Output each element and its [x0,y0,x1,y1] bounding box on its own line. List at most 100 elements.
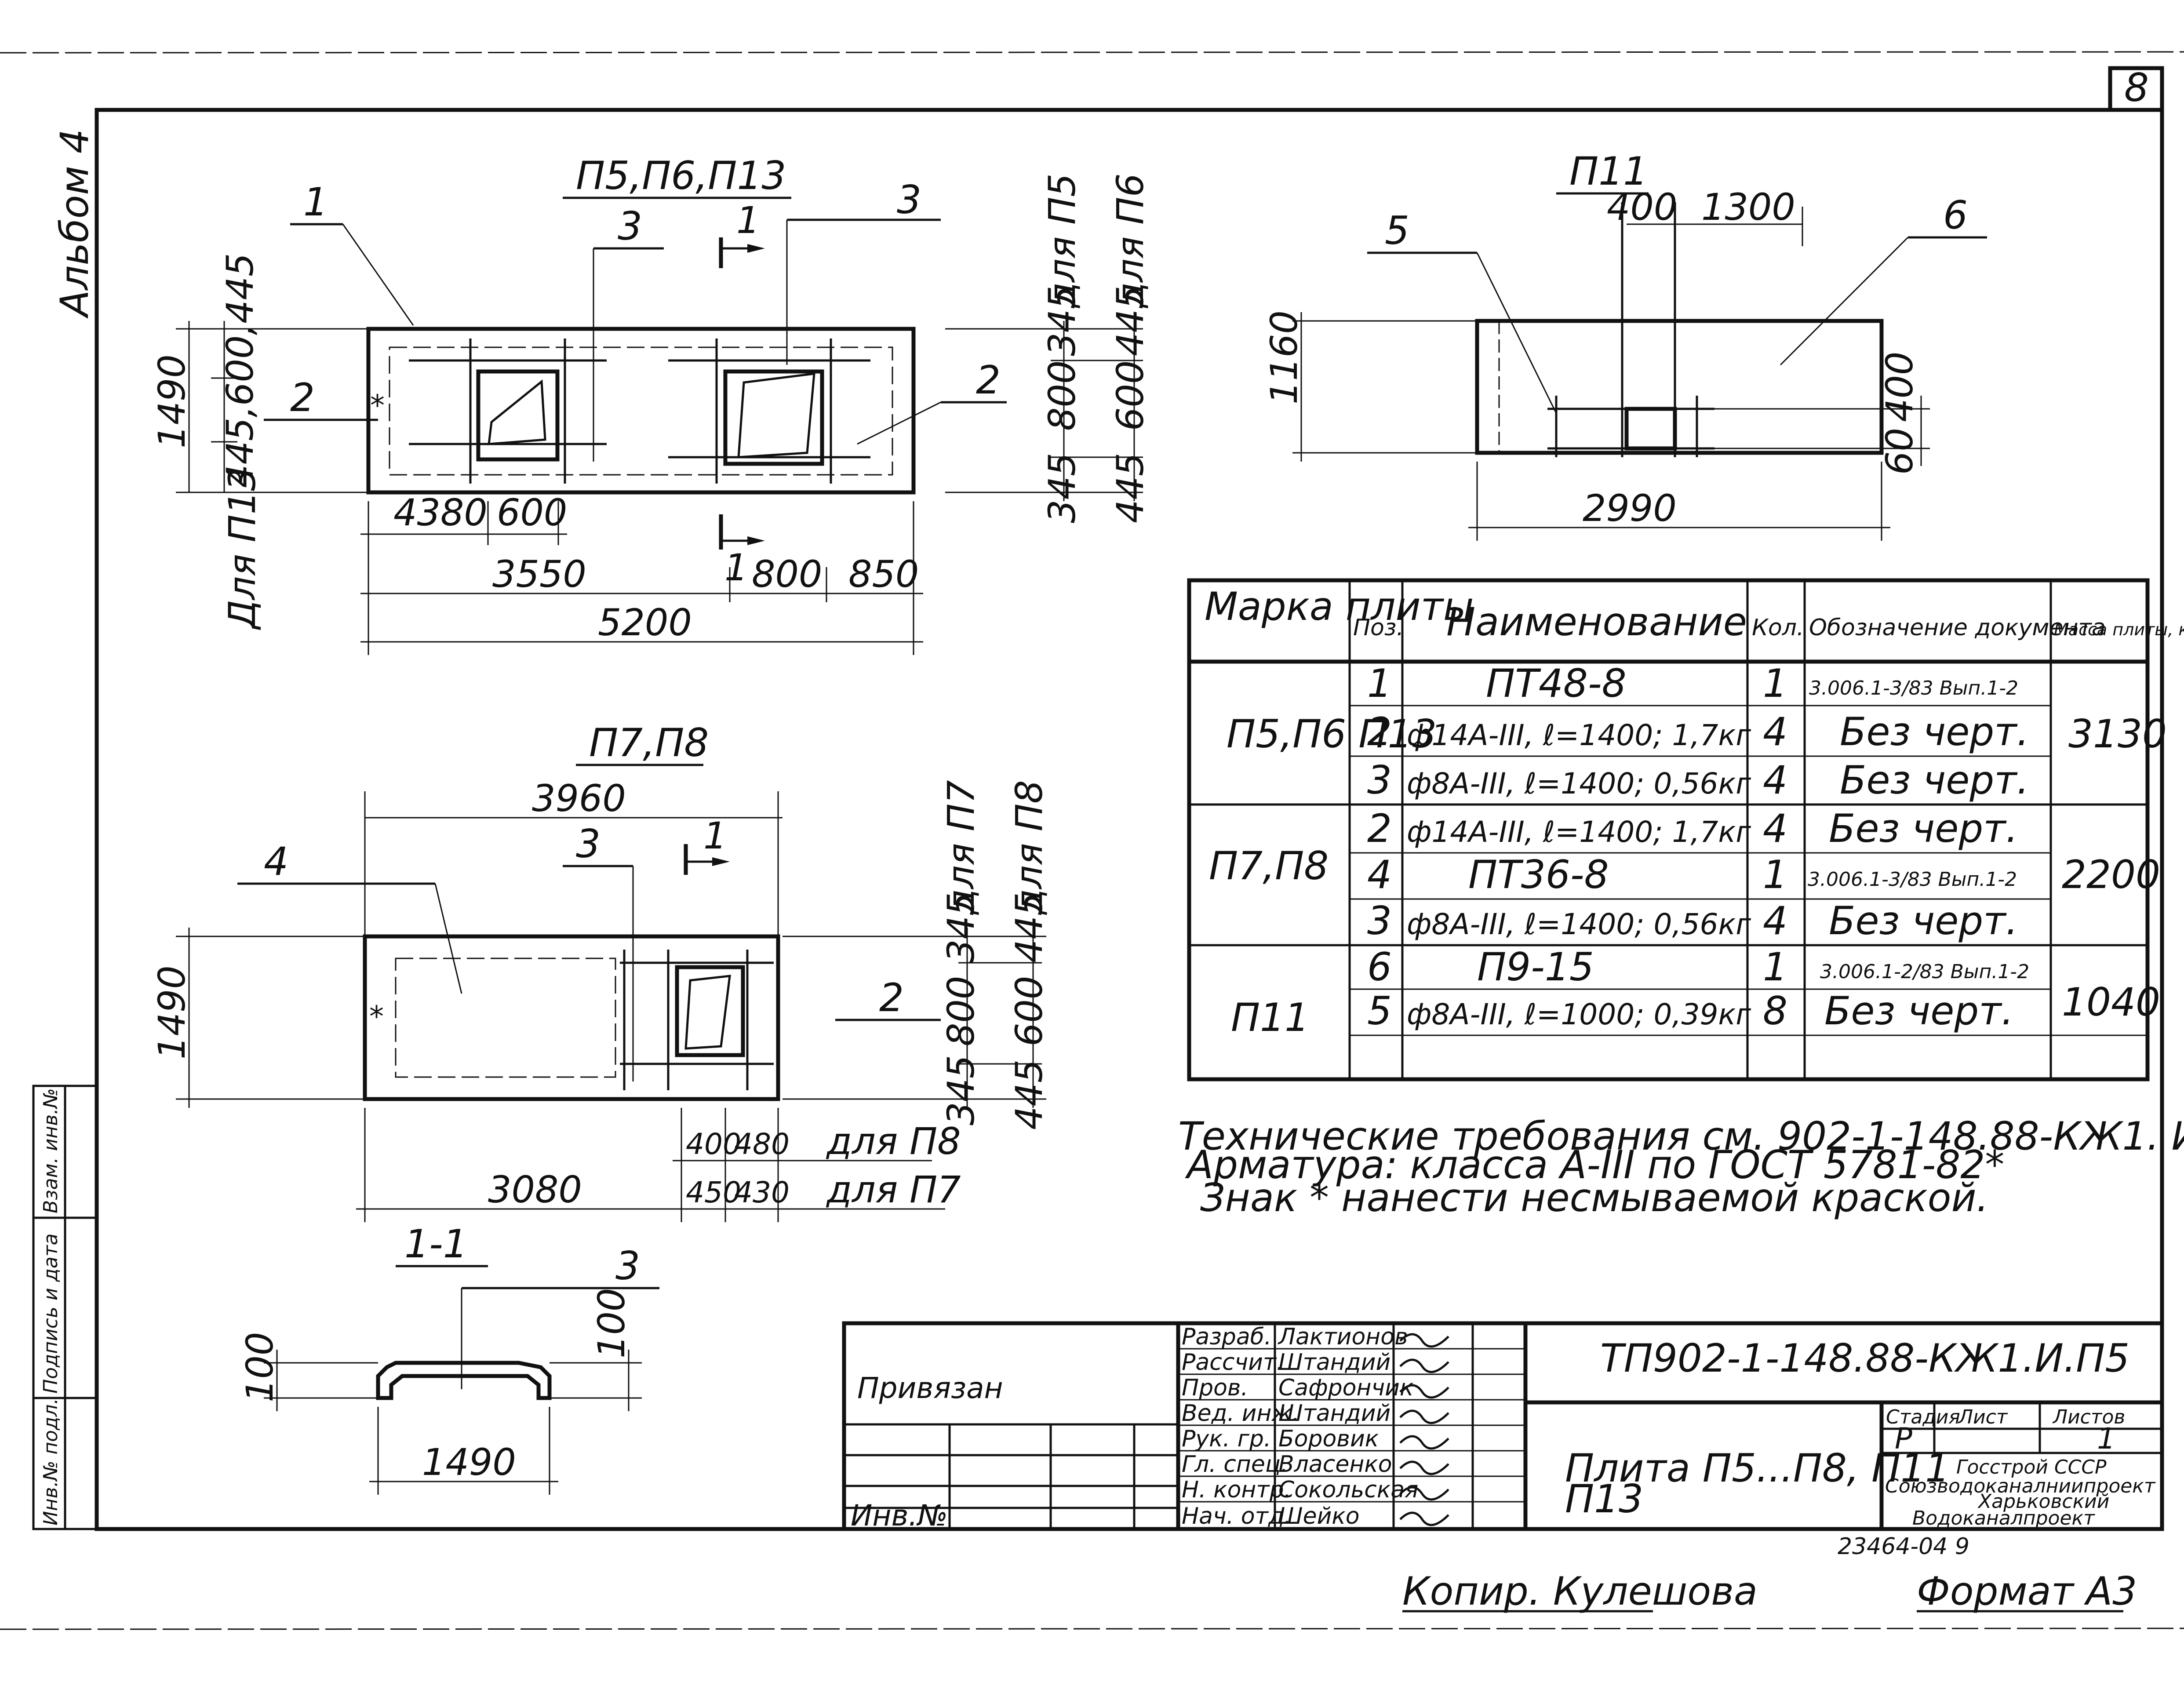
plan-a-opening-right [723,369,824,466]
plan-a-callout-3a: 3 [618,204,642,249]
plan-c-slab [363,934,780,1101]
g2r1-qty: 4 [1763,806,1787,851]
plan-b-dim-400-right: 400 [1878,352,1921,422]
plan-c-right-p7-1: 345 [939,892,983,963]
plan-b-dim-1160: 1160 [1263,310,1306,404]
side-stamp: Инв.№ подл. Подпись и дата Взам. инв.№ [32,1085,98,1530]
tb-signer-name-0: Лактионов [1278,1324,1408,1350]
tb-signer-role-1: Рассчит. [1182,1349,1284,1376]
plan-c-right-p7-2: 800 [939,976,983,1046]
g3r1-name: П9-15 [1477,944,1594,990]
g3r1-qty: 1 [1763,944,1787,990]
plan-c-right-label-p7: для П7 [939,780,983,915]
plan-a-right-p5-3: 345 [1041,453,1084,523]
plan-a-dim-800: 800 [752,553,822,596]
group3-mass: 1040 [2062,979,2160,1025]
table-header-mark: Марка плиты [1205,584,1474,629]
section-dim-left: 100 [238,1332,281,1402]
tb-stage: Р [1895,1422,1912,1456]
g2r2-name: ПТ36-8 [1468,852,1609,897]
g2r1-doc: Без черт. [1829,806,2018,851]
spec-table: Марка плиты Поз. Наименование Кол. Обозн… [1187,578,2184,1081]
g1r3-doc: Без черт. [1840,757,2029,803]
notes: Технические требования см. 902-1-148.88-… [1178,1114,2184,1220]
plan-b-dim-400: 400 [1607,186,1677,229]
tb-signer-name-1: Штандий [1278,1349,1390,1376]
g2r3-pos: 3 [1367,898,1392,943]
g2r2-doc: 3.006.1-3/83 Вып.1-2 [1808,868,2017,891]
g2r2-qty: 1 [1763,852,1787,897]
plan-a-for-p13: Для П13 [221,467,264,630]
sheet-number: 8 [2124,65,2149,110]
plan-a-dim-4380: 4380 [393,491,488,534]
table-header-qty: Кол. [1752,615,1804,641]
plan-c-p7-b: 430 [734,1176,790,1209]
group1-mass: 3130 [2068,711,2167,757]
plan-c-right-label-p8: для П8 [1008,780,1051,915]
section-dim-right: 100 [590,1288,633,1358]
tb-sheets: 1 [2097,1422,2115,1456]
sheet-number-box [2108,66,2164,112]
tb-signer-name-6: Сокольская [1278,1477,1418,1503]
g3r2-doc: Без черт. [1824,988,2014,1034]
plan-b-dim-60: 60 [1878,428,1921,475]
plan-b-dim-2990: 2990 [1583,487,1677,530]
tb-signer-name-4: Боровик [1278,1426,1379,1452]
tb-signer-role-3: Вед. инж. [1182,1400,1299,1427]
g2r1-pos: 2 [1367,806,1392,851]
tb-doc-code: ТП902-1-148.88-КЖ1.И.П5 [1600,1336,2129,1381]
group3-mark: П11 [1231,995,1309,1040]
section-1-1: 1-1 3 100 100 1490 [238,1221,659,1495]
tb-org-3: Харьковский [1977,1490,2109,1513]
g1r3-name: ф8А-III, ℓ=1400; 0,56кг [1407,767,1751,801]
g1r1-qty: 1 [1763,661,1787,706]
plan-a-callout-1: 1 [303,179,328,225]
tb-bound: Привязан [857,1371,1003,1405]
g1r2-qty: 4 [1763,709,1787,754]
g1r3-qty: 4 [1763,757,1787,803]
note-3: Знак * нанести несмываемой краской. [1200,1175,1989,1220]
tb-signer-role-7: Нач. отд. [1182,1503,1291,1529]
plan-b-opening [1624,407,1677,451]
plan-a-dim-total: 1490 [150,354,193,448]
plan-c-title: П7,П8 [589,720,709,765]
tb-signer-name-2: Сафрончик [1278,1375,1414,1401]
g1r2-pos: 2 [1367,709,1392,754]
plan-c-p8-label: для П8 [826,1120,961,1163]
plan-a-dim-3550: 3550 [492,553,586,596]
g3r1-pos: 6 [1367,944,1392,990]
plan-a-right-p5-2: 800 [1041,360,1084,431]
album-label: Альбом 4 [52,129,97,319]
plan-c-star: * [369,1000,384,1034]
side-stamp-replace: Взам. инв.№ [40,1088,62,1213]
plan-a-right-p6-2: 600 [1109,360,1152,431]
group1-mark: П5,П6 П13 [1227,711,1437,757]
copier-note: Копир. Кулешова [1402,1569,1758,1614]
tb-signer-name-7: Шейко [1278,1503,1360,1529]
plan-a-title: П5,П6,П13 [576,153,786,198]
plan-a-right-p5-1: 345 [1041,286,1084,356]
plan-a-callout-2-right: 2 [976,357,1001,403]
plan-a-section-mark-bottom: 1 [724,546,748,589]
plan-c-callout-3: 3 [576,821,601,866]
plan-c-right-p8-2: 600 [1008,976,1051,1046]
g3r2-pos: 5 [1367,988,1392,1034]
plan-c-right-p7-3: 345 [939,1055,983,1125]
plan-a-right-p6-3: 445 [1109,453,1152,523]
g1r2-name: ф14А-III, ℓ=1400; 1,7кг [1407,718,1751,752]
plan-c-right-p8-3: 445 [1008,1059,1051,1130]
plan-a-right-label-p5: для П5 [1041,173,1084,309]
g1r1-name: ПТ48-8 [1486,661,1627,706]
tb-signer-role-5: Гл. спец. [1182,1451,1288,1478]
tb-sheets-label: Листов [2052,1406,2125,1428]
plan-a-dim-850: 850 [848,553,919,596]
tb-sheet-label: Лист [1958,1406,2008,1428]
plan-a-callout-3b: 3 [897,177,921,222]
plan-c-callout-2: 2 [879,975,904,1020]
plan-a-opening-left [476,369,560,462]
plan-c-opening [675,965,745,1057]
tb-signer-name-5: Власенко [1278,1451,1392,1478]
note-2: Арматура: класса А-III по ГОСТ 5781-82* [1185,1142,2004,1187]
g1r1-doc: 3.006.1-3/83 Вып.1-2 [1809,677,2018,699]
